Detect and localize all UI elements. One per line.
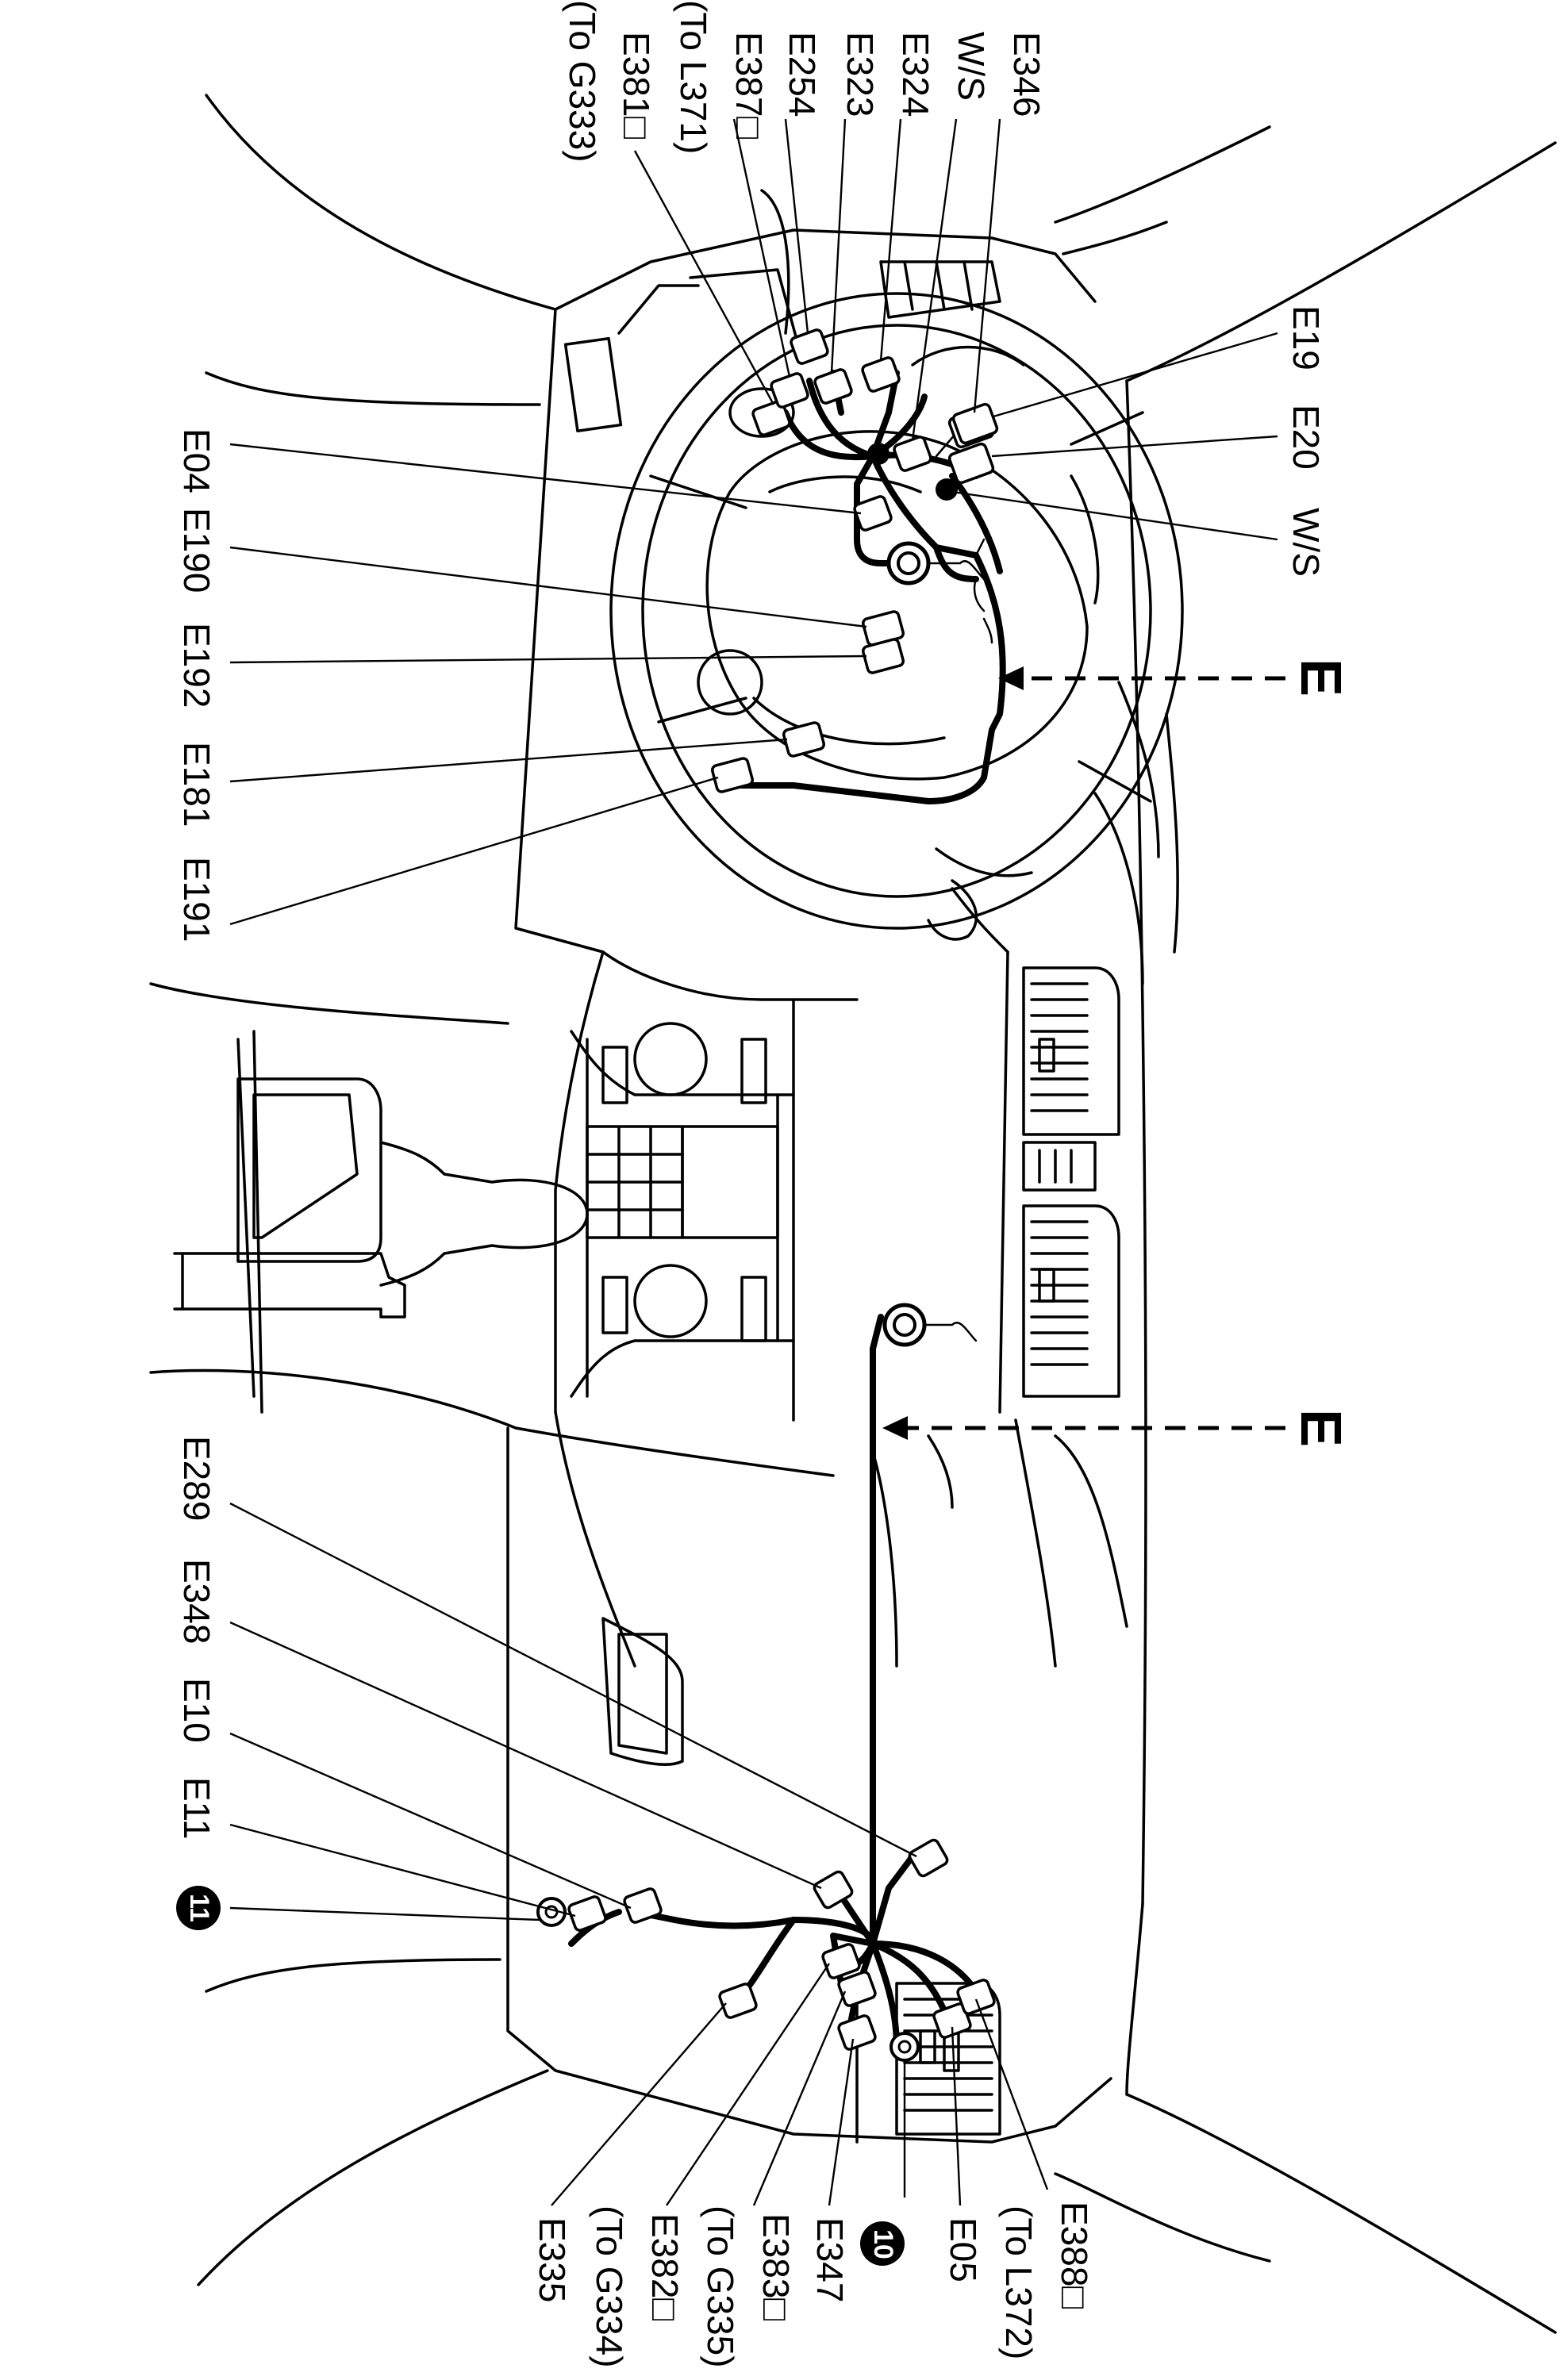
top-labels: E346 W/S E324 E323 E254 E387□ (To L371) … <box>562 0 1047 163</box>
connector-e254 <box>790 328 829 365</box>
label-e324: E324 <box>895 32 936 117</box>
connector-e289 <box>908 1838 949 1878</box>
arrow-label-e-lower: E <box>1289 1409 1352 1447</box>
left-lower-labels: E289 E348 E10 E11 11 <box>176 1436 221 1930</box>
label-e346: E346 <box>1006 32 1047 117</box>
view-arrows: E E <box>882 658 1352 1447</box>
connector-e10 <box>623 1887 663 1924</box>
ground-badge-10: 10 <box>860 2221 905 2266</box>
label-e323: E323 <box>840 32 881 117</box>
label-e387-to: (To L371) <box>673 0 714 154</box>
label-e382: E382□ <box>644 2213 686 2320</box>
connector-ws <box>893 436 932 472</box>
label-e387: E387□ <box>728 32 770 139</box>
connector-e323 <box>813 368 853 405</box>
label-e388-to: (To L372) <box>998 2205 1039 2359</box>
label-e388: E388□ <box>1054 2202 1095 2309</box>
label-e04: E04 <box>176 428 217 493</box>
label-e382-to: (To G334) <box>589 2205 630 2368</box>
label-ws-right: W/S <box>1285 508 1327 577</box>
connector-e05 <box>932 2002 972 2039</box>
label-e381-to: (To G333) <box>562 0 603 163</box>
label-e11: E11 <box>176 1777 217 1839</box>
ground-point-11 <box>536 1897 567 1927</box>
connector-e20 <box>947 442 995 485</box>
label-e10: E10 <box>176 1678 217 1743</box>
connector-e348 <box>813 1870 854 1910</box>
label-e191: E191 <box>176 857 217 942</box>
connector-e192 <box>861 638 905 674</box>
label-e192: E192 <box>176 623 217 708</box>
connector-e387 <box>770 372 809 409</box>
connector-e347 <box>837 2014 877 2051</box>
connectors <box>536 328 999 2062</box>
ground-point-10 <box>890 2032 920 2062</box>
label-e335: E335 <box>532 2217 573 2302</box>
label-e347: E347 <box>809 2217 851 2302</box>
label-e383-to: (To G335) <box>700 2205 741 2368</box>
label-e289: E289 <box>176 1436 217 1521</box>
label-ground-11: 11 <box>184 1894 214 1922</box>
label-e348: E348 <box>176 1559 217 1644</box>
connector-e335 <box>718 1983 758 2019</box>
label-e19: E19 <box>1285 305 1327 370</box>
label-e254: E254 <box>782 32 823 117</box>
connector-e181 <box>782 721 826 758</box>
connector-e324 <box>861 356 901 393</box>
label-e383: E383□ <box>755 2213 797 2320</box>
connector-e11 <box>567 1895 607 1932</box>
label-ws-top: W/S <box>951 32 992 101</box>
connector-e04 <box>853 495 893 532</box>
leader-lines <box>229 118 1278 2206</box>
bottom-labels: E388□ (To L372) E05 10 E347 E383□ (To G3… <box>532 2202 1095 2368</box>
connector-e382 <box>821 1943 861 1979</box>
right-labels: E19 E20 W/S <box>1285 305 1327 577</box>
label-e381: E381□ <box>616 32 657 139</box>
label-e20: E20 <box>1285 405 1327 470</box>
arrow-label-e-upper: E <box>1289 658 1352 697</box>
label-e190: E190 <box>176 508 217 593</box>
connector-e381 <box>751 400 791 436</box>
ground-badge-11: 11 <box>176 1886 221 1930</box>
connector-e19 <box>951 402 999 445</box>
label-e181: E181 <box>176 742 217 827</box>
label-ground-10: 10 <box>868 2229 898 2259</box>
dashboard-outline <box>149 94 1557 2334</box>
left-upper-labels: E04 E190 E192 E181 E191 <box>176 428 217 942</box>
label-e05: E05 <box>943 2217 984 2282</box>
connector-e191 <box>710 757 755 793</box>
connector-e383 <box>837 1971 877 2007</box>
